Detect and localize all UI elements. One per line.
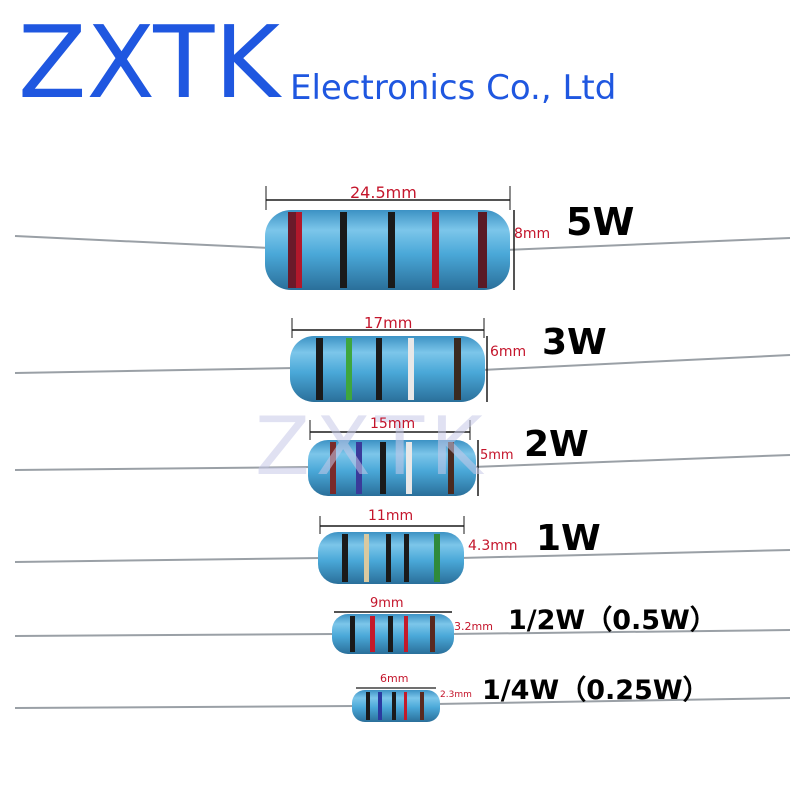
resistor-quarter-w bbox=[14, 687, 791, 722]
length-label-5w: 24.5mm bbox=[350, 183, 417, 202]
power-label-5w: 5W bbox=[566, 200, 635, 244]
brand-logo: ZXTK bbox=[18, 4, 280, 121]
length-label-3w: 17mm bbox=[364, 314, 413, 332]
resistor-2w bbox=[14, 420, 791, 496]
power-label-2w: 2W bbox=[524, 424, 589, 465]
resistor-photo bbox=[14, 186, 791, 722]
watermark-logo: ZXTK bbox=[255, 400, 489, 493]
company-subtitle: Electronics Co., Ltd bbox=[290, 68, 617, 108]
length-label-quarter-w: 6mm bbox=[380, 672, 409, 685]
diameter-label-half-w: 3.2mm bbox=[454, 620, 493, 633]
power-label-3w: 3W bbox=[542, 322, 607, 363]
diameter-label-3w: 6mm bbox=[490, 344, 527, 360]
resistor-1w bbox=[14, 516, 791, 584]
power-label-half-w: 1/2W（0.5W） bbox=[508, 605, 717, 636]
diameter-label-2w: 5mm bbox=[480, 448, 514, 463]
resistor-3w bbox=[14, 318, 791, 402]
resistor-5w bbox=[14, 186, 791, 290]
diameter-label-5w: 8mm bbox=[514, 226, 551, 242]
power-label-quarter-w: 1/4W（0.25W） bbox=[482, 675, 710, 706]
length-label-half-w: 9mm bbox=[370, 596, 404, 611]
power-label-1w: 1W bbox=[536, 518, 601, 559]
diameter-label-1w: 4.3mm bbox=[468, 538, 518, 554]
resistor-half-w bbox=[14, 611, 791, 654]
length-label-2w: 15mm bbox=[370, 416, 416, 432]
length-label-1w: 11mm bbox=[368, 508, 414, 524]
diameter-label-quarter-w: 2.3mm bbox=[440, 690, 472, 700]
